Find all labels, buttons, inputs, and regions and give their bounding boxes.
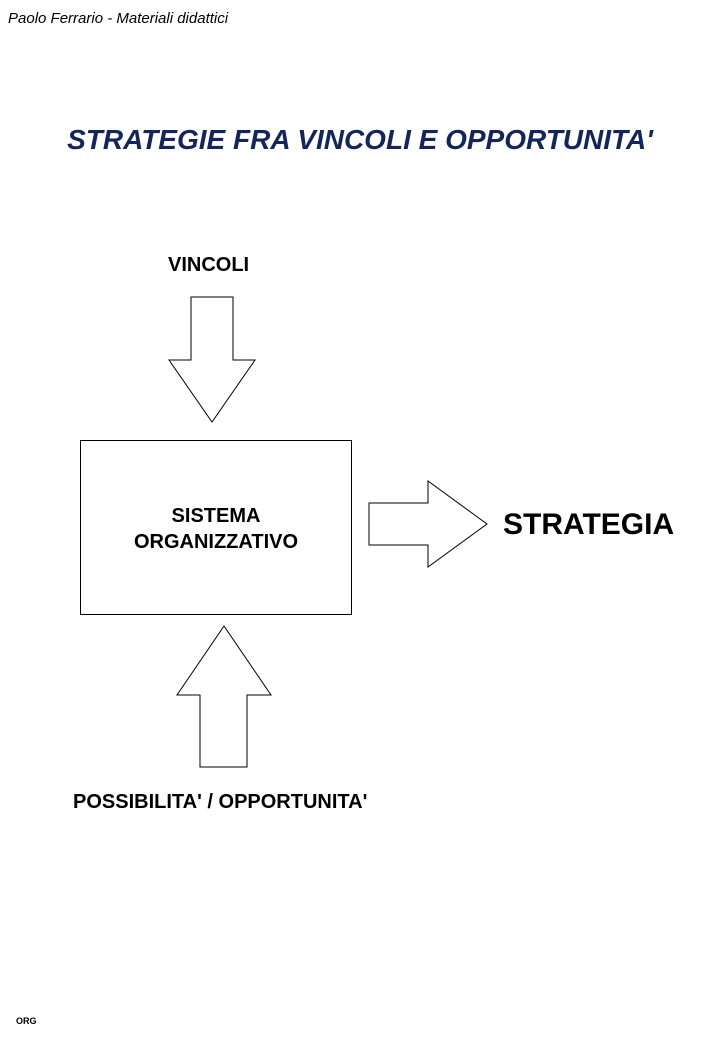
label-vincoli: VINCOLI — [168, 254, 250, 276]
arrow-right-strategia — [368, 480, 488, 568]
label-possibilita-opportunita: POSSIBILITA' / OPPORTUNITA' — [73, 791, 368, 813]
header-text: Paolo Ferrario - Materiali didattici — [8, 10, 229, 27]
arrow-down-vincoli — [168, 296, 256, 423]
label-strategia: STRATEGIA — [503, 508, 675, 541]
label-sistema-organizzativo: SISTEMA ORGANIZZATIVO — [81, 503, 351, 555]
page-title: STRATEGIE FRA VINCOLI E OPPORTUNITA' — [67, 124, 653, 155]
box-line-1: SISTEMA — [171, 505, 261, 527]
box-line-2: ORGANIZZATIVO — [133, 531, 299, 553]
box-sistema-organizzativo — [80, 440, 352, 615]
footer-text: ORG — [16, 1016, 37, 1026]
arrow-up-opportunita — [176, 625, 272, 768]
